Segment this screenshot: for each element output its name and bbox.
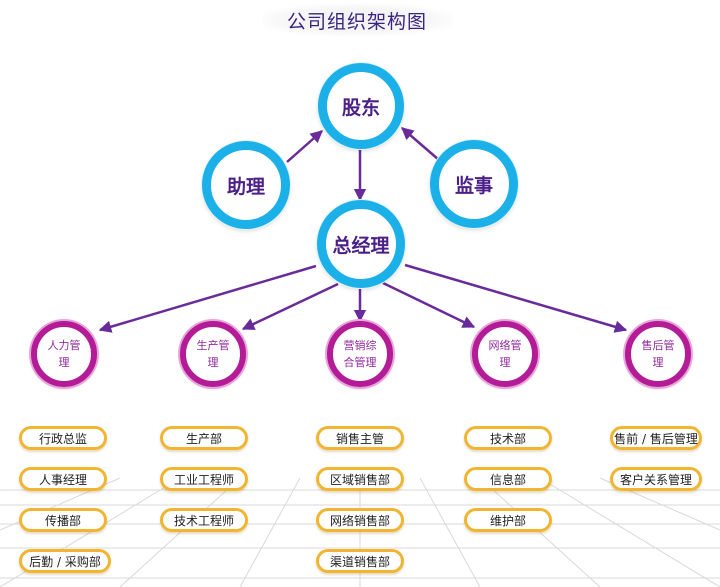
dept-information: 信息部 bbox=[464, 467, 552, 491]
dept-logistics-procurement: 后勤 / 采购部 bbox=[19, 549, 111, 573]
dept-regional-sales: 区域销售部 bbox=[316, 467, 404, 491]
chart-title: 公司组织架构图 bbox=[262, 4, 452, 36]
node-assistant: 助理 bbox=[202, 141, 290, 229]
node-production-management: 生产管 理 bbox=[180, 321, 246, 387]
arrow-supervisor-to-shareholders bbox=[401, 127, 440, 161]
node-shareholders: 股东 bbox=[318, 63, 404, 149]
node-marketing-management: 营销综 合管理 bbox=[327, 321, 393, 387]
node-network-management: 网络管 理 bbox=[472, 321, 538, 387]
arrow-gm-to-aftersales bbox=[404, 263, 628, 333]
node-general-manager: 总经理 bbox=[317, 200, 405, 288]
dept-maintenance: 维护部 bbox=[464, 508, 552, 532]
dept-industrial-engineer: 工业工程师 bbox=[160, 467, 248, 491]
dept-online-sales: 网络销售部 bbox=[316, 508, 404, 532]
dept-channel-sales: 渠道销售部 bbox=[316, 549, 404, 573]
dept-technology: 技术部 bbox=[464, 426, 552, 450]
node-aftersales-management: 售后管 理 bbox=[625, 321, 691, 387]
dept-presale-aftersale: 售前 / 售后管理 bbox=[610, 426, 702, 450]
node-hr-management: 人力管 理 bbox=[31, 321, 97, 387]
dept-customer-relations: 客户关系管理 bbox=[610, 467, 702, 491]
dept-admin-director: 行政总监 bbox=[19, 426, 107, 450]
dept-communications: 传播部 bbox=[19, 508, 107, 532]
arrow-gm-to-production bbox=[241, 282, 339, 331]
dept-hr-manager: 人事经理 bbox=[19, 467, 107, 491]
arrow-gm-to-hr bbox=[98, 264, 317, 333]
dept-technical-engineer: 技术工程师 bbox=[160, 508, 248, 532]
arrow-gm-to-network bbox=[382, 281, 476, 329]
arrow-assistant-to-shareholders bbox=[286, 130, 323, 163]
dept-sales-supervisor: 销售主管 bbox=[316, 426, 404, 450]
node-supervisor: 监事 bbox=[430, 140, 518, 228]
dept-production: 生产部 bbox=[160, 426, 248, 450]
